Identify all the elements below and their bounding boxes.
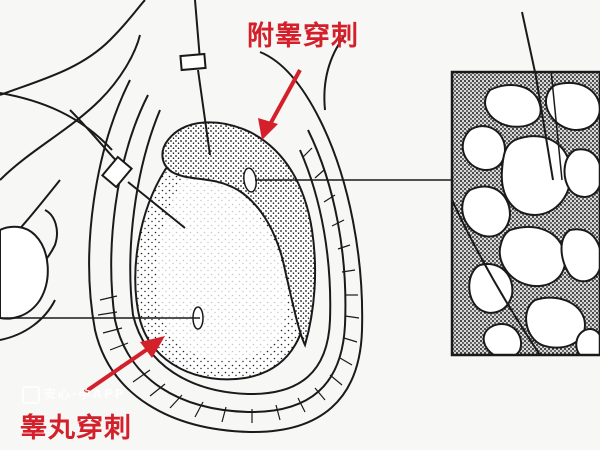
watermark-text: 安心·孕APP: [44, 387, 126, 401]
watermark-logo-icon: [22, 385, 40, 404]
epididymis-puncture-label: 附睾穿刺: [247, 21, 359, 52]
testis-arrow: [83, 336, 165, 394]
needle-epididymis: [179, 0, 211, 156]
scrotal-wall: [88, 51, 364, 434]
right-body-outline: [323, 34, 346, 111]
inset-magnified-view: [450, 11, 600, 357]
needle-testis: [0, 92, 186, 229]
watermark: 安心·孕APP: [22, 385, 125, 404]
testicular-puncture-label: 睾丸穿刺: [20, 413, 132, 444]
epididymis: [161, 121, 317, 348]
epididymis-arrow: [258, 69, 302, 140]
penis-outline: [0, 225, 49, 320]
